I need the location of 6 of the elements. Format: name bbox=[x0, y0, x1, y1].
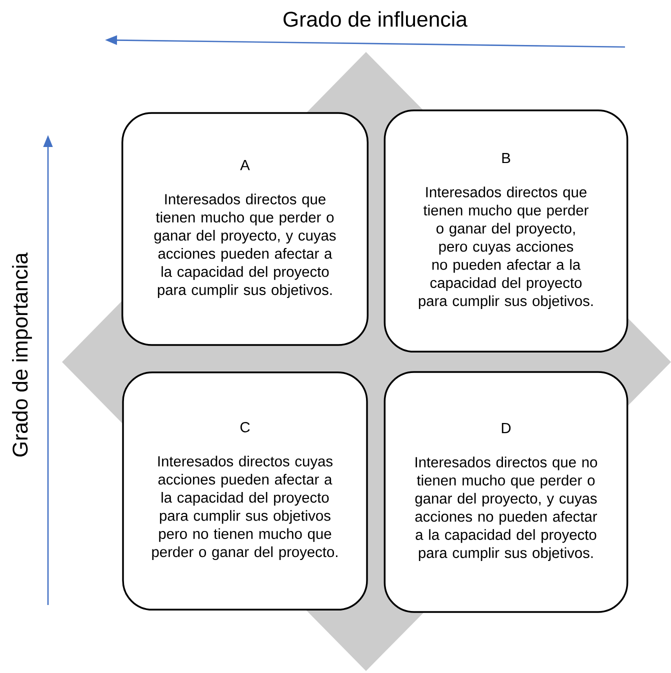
axis-title: Grado de importancia bbox=[12, 252, 32, 456]
rounded-box: C Interesados directos cuyas acciones pueden afectar a la capacidad del proyecto para cumplir sus objetivos pero no tienen mucho que perder o ganar del proyecto. bbox=[122, 371, 368, 611]
rounded-box: D Interesados directos que no tienen mucho que perder o ganar del proyecto, y cuyas acciones no pueden afectar a la capacidad del proyecto para cumplir sus objetivos. bbox=[384, 371, 628, 613]
axis-title: Grado de influencia bbox=[284, 11, 468, 27]
rounded-box: A Interesados directos que tienen mucho que perder o ganar del proyecto, y cuyas acciones pueden afectar a la capacidad del proyecto para cumplir sus objetivos. bbox=[121, 112, 369, 346]
rounded-box: B Interesados directos que tienen mucho que perder o ganar del proyecto, pero cuyas acciones no pueden afectar a la capacidad del proyecto para cumplir sus objetivos. bbox=[384, 109, 628, 353]
